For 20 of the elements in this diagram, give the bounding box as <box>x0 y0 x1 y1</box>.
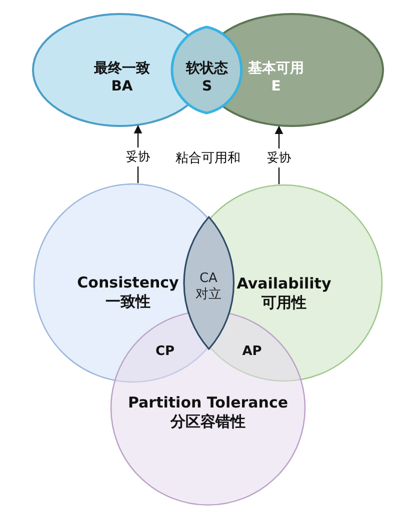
arrow <box>134 124 142 184</box>
region-label: CP <box>155 344 175 360</box>
edge-label: 妥协 <box>124 148 152 167</box>
arrow <box>274 126 284 184</box>
region-label: E <box>270 78 282 96</box>
region-label: 可用性 <box>260 293 308 312</box>
region-label: 一致性 <box>104 292 152 311</box>
region-label: AP <box>242 344 262 360</box>
region-label: BA <box>110 78 134 96</box>
region-label: CA <box>198 270 218 287</box>
region-label: 软状态 <box>186 60 228 78</box>
region-label: 对立 <box>195 287 222 304</box>
edge-label: 妥协 <box>265 148 293 168</box>
region-label: 最终一致 <box>94 60 150 78</box>
region-label: Availability <box>236 274 332 293</box>
region-label: 基本可用 <box>248 60 304 78</box>
region-label: 分区容错性 <box>169 412 246 431</box>
region-label: Consistency <box>77 273 179 292</box>
region-label: Partition Tolerance <box>128 393 288 412</box>
region-label: S <box>200 78 214 96</box>
